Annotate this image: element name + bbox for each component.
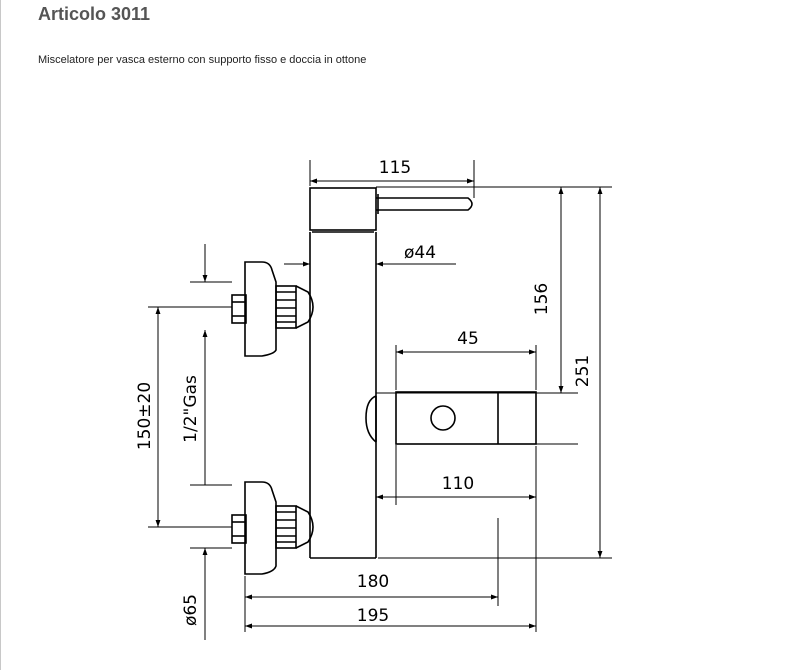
page-border xyxy=(0,0,1,670)
dim-outlet-reach: 110 xyxy=(442,474,474,494)
dim-height-to-outlet: 156 xyxy=(532,283,552,315)
page-title: Articolo 3011 xyxy=(38,4,151,24)
dim-escutcheon-diameter: ø65 xyxy=(181,594,201,626)
upper-inlet xyxy=(231,261,314,357)
extension-lines xyxy=(148,160,612,632)
dim-center-distance: 150±20 xyxy=(135,382,155,450)
product-description: Miscelatore per vasca esterno con suppor… xyxy=(38,54,367,66)
dim-top-width: 115 xyxy=(379,158,411,178)
lower-inlet xyxy=(231,481,314,575)
dim-body-diameter: ø44 xyxy=(404,243,436,263)
spout xyxy=(365,391,537,445)
dim-reach-180: 180 xyxy=(357,572,389,592)
dim-outlet-width: 45 xyxy=(457,329,479,349)
dim-thread: 1/2"Gas xyxy=(181,375,201,443)
dimension-lines xyxy=(155,178,603,640)
mixer-body xyxy=(309,187,473,559)
dim-total-height: 251 xyxy=(573,355,593,387)
dim-reach-195: 195 xyxy=(357,606,389,626)
